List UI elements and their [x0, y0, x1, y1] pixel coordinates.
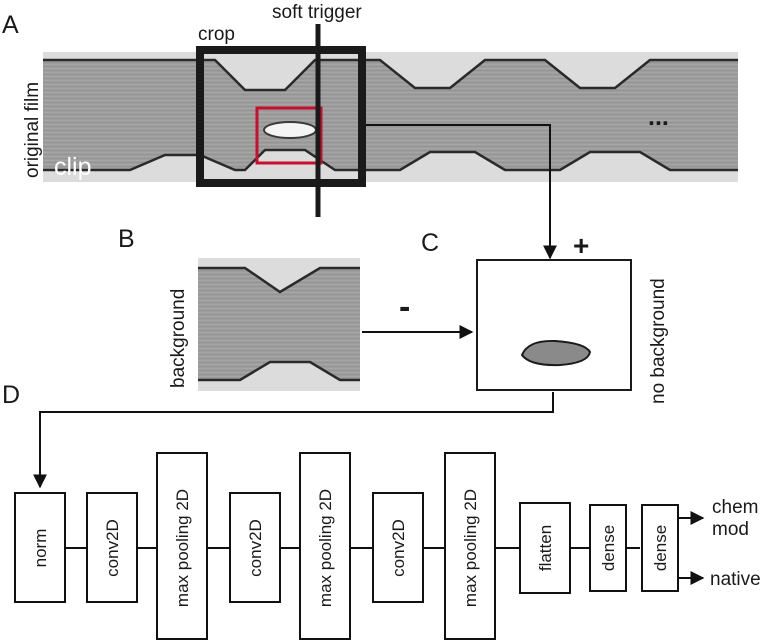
layer-dense-1: dense: [589, 504, 627, 592]
background-label: background: [168, 289, 189, 388]
layer-norm: norm: [14, 492, 66, 603]
c-to-network-arrow: [33, 392, 554, 489]
crop-box: [196, 46, 366, 187]
clip-label: clip: [54, 153, 92, 181]
soft-trigger-label: soft trigger: [272, 2, 362, 23]
svg-text:max pooling 2D: max pooling 2D: [461, 489, 480, 607]
layer-conv2d-2: conv2D: [229, 492, 281, 603]
svg-text:max pooling 2D: max pooling 2D: [173, 489, 192, 607]
particle: [263, 121, 317, 139]
panel-a-label: A: [2, 11, 19, 39]
no-background-label: no background: [648, 278, 669, 404]
minus-sign: -: [399, 288, 410, 326]
svg-text:conv2D: conv2D: [103, 519, 122, 577]
svg-text:conv2D: conv2D: [389, 519, 408, 577]
svg-text:dense: dense: [651, 525, 670, 571]
output-native-label: native: [710, 569, 761, 590]
film-strip: [43, 52, 738, 182]
layer-flatten: flatten: [519, 502, 571, 594]
isolated-particle: [520, 339, 592, 367]
ellipsis-label: ...: [648, 103, 669, 131]
svg-text:dense: dense: [599, 525, 618, 571]
layer-conv2d-3: conv2D: [372, 492, 424, 603]
panel-c-label: C: [421, 229, 439, 257]
svg-text:norm: norm: [31, 529, 50, 568]
channel-bottom-wall: [43, 150, 738, 182]
layer-conv2d-1: conv2D: [86, 492, 138, 603]
output-chem-mod-word: mod: [712, 519, 749, 540]
layer-maxpool-2: max pooling 2D: [299, 452, 351, 640]
plus-sign: +: [573, 230, 589, 261]
layer-maxpool-3: max pooling 2D: [444, 452, 496, 640]
svg-text:max pooling 2D: max pooling 2D: [316, 489, 335, 607]
highlight-box: [255, 106, 323, 165]
crop-to-c-arrow: [366, 124, 557, 260]
no-background-box: [476, 259, 632, 391]
output-chem-mod-word: chem: [712, 497, 758, 518]
layer-maxpool-1: max pooling 2D: [156, 452, 208, 640]
svg-text:conv2D: conv2D: [246, 519, 265, 577]
panel-d-label: D: [2, 381, 20, 409]
background-image: [198, 258, 360, 391]
original-film-label: original film: [22, 82, 43, 178]
layer-dense-2: dense: [641, 504, 679, 592]
svg-text:flatten: flatten: [536, 525, 555, 571]
crop-label: crop: [198, 24, 235, 45]
panel-b-label: B: [118, 225, 135, 253]
